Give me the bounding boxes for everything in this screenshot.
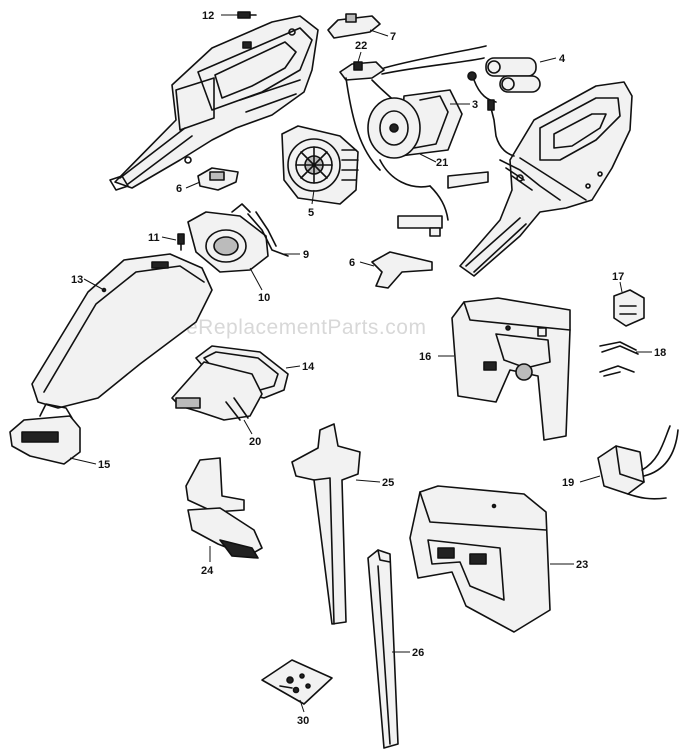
part-11-screw[interactable] xyxy=(177,233,185,251)
part-30-hardware-bag[interactable] xyxy=(261,659,333,705)
callout-7: 7 xyxy=(390,31,396,43)
part-17-terminal[interactable] xyxy=(613,289,645,327)
callout-6-lower: 6 xyxy=(349,257,355,269)
part-9-filter[interactable] xyxy=(247,211,289,257)
callout-25: 25 xyxy=(382,477,394,489)
part-7-bracket[interactable] xyxy=(327,13,381,39)
callout-15: 15 xyxy=(98,459,110,471)
part-24-brush-attachment[interactable] xyxy=(185,457,263,559)
callout-14: 14 xyxy=(302,361,315,373)
callout-4: 4 xyxy=(559,53,566,65)
callout-13: 13 xyxy=(71,274,83,286)
callout-17: 17 xyxy=(612,271,624,283)
part-16-wall-mount[interactable] xyxy=(451,297,571,441)
callout-30: 30 xyxy=(297,715,309,727)
part-13-dust-cover[interactable] xyxy=(31,253,213,409)
part-18-contacts[interactable] xyxy=(599,341,639,377)
part-10-filter-housing[interactable] xyxy=(187,203,269,273)
callout-18: 18 xyxy=(654,347,666,359)
callout-19: 19 xyxy=(562,477,574,489)
part-12-screw[interactable] xyxy=(237,11,257,19)
callout-11: 11 xyxy=(148,232,160,244)
callout-12: 12 xyxy=(202,10,214,22)
callout-20: 20 xyxy=(249,436,261,448)
callout-26: 26 xyxy=(412,647,424,659)
part-8-strap[interactable] xyxy=(371,251,433,289)
callout-5: 5 xyxy=(308,207,314,219)
callout-23: 23 xyxy=(576,559,588,571)
callout-24: 24 xyxy=(201,565,214,577)
part-15-crevice-nozzle[interactable] xyxy=(9,403,81,465)
part-22-switch-plate[interactable] xyxy=(339,61,385,81)
callout-9: 9 xyxy=(303,249,309,261)
part-25-extension-wand[interactable] xyxy=(291,423,361,625)
callout-6-upper: 6 xyxy=(176,183,182,195)
callout-16: 16 xyxy=(419,351,431,363)
callout-22: 22 xyxy=(355,40,367,52)
callout-3: 3 xyxy=(472,99,478,111)
callout-numbers: 12 7 22 4 3 21 5 6 11 9 10 6 13 14 16 17… xyxy=(71,10,666,727)
watermark: eReplacementParts.com xyxy=(186,316,426,339)
part-23-storage-base[interactable] xyxy=(409,485,551,633)
part-5-fan[interactable] xyxy=(281,125,359,205)
part-21-wire-clip[interactable] xyxy=(379,159,489,237)
part-housing-right-half[interactable] xyxy=(459,81,633,277)
callout-10: 10 xyxy=(258,292,270,304)
leader-lines xyxy=(69,14,652,713)
part-housing-left-half[interactable] xyxy=(109,15,319,191)
part-19-charger[interactable] xyxy=(597,425,679,500)
callout-21: 21 xyxy=(436,157,448,169)
part-26-wand-tube[interactable] xyxy=(367,549,399,749)
part-3-motor[interactable] xyxy=(367,89,463,159)
part-20-bowl-insert[interactable] xyxy=(171,361,263,421)
part-4-battery-pack[interactable] xyxy=(467,57,541,103)
part-6-switch-upper[interactable] xyxy=(197,167,239,191)
